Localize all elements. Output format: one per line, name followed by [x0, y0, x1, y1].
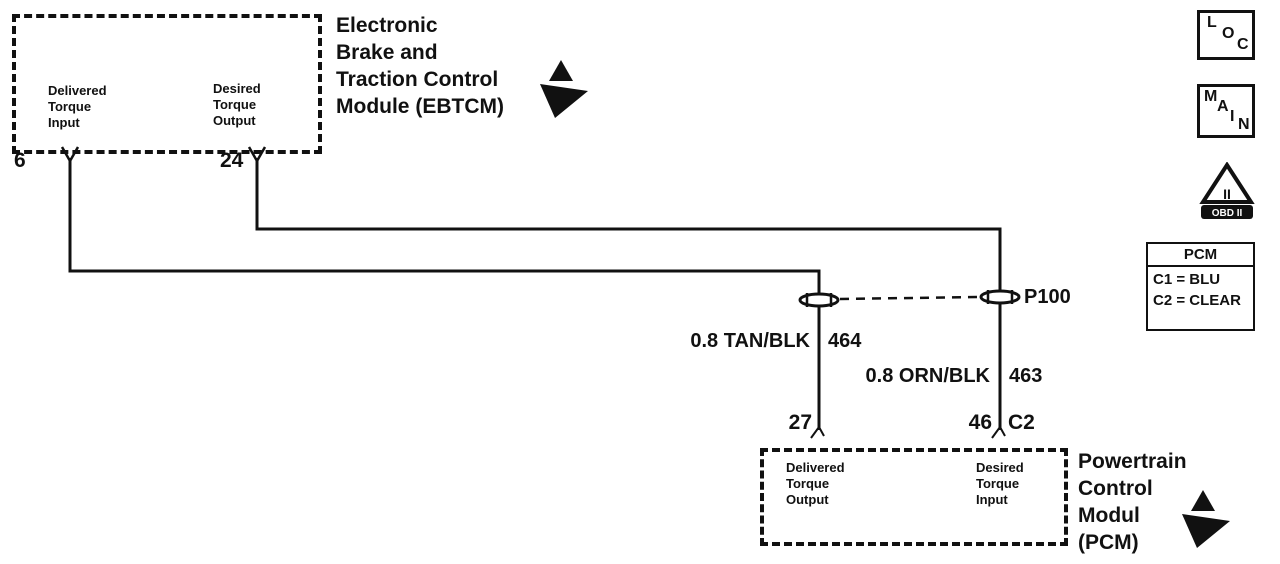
pin6-terminal-icon	[60, 146, 80, 162]
obd2-icon: II OBD II	[1198, 161, 1256, 222]
pin24-terminal-icon	[247, 146, 267, 162]
ebtcm-desired-torque-output-label: Desired Torque Output	[213, 81, 261, 128]
ebtcm-pin-24: 24	[220, 149, 244, 172]
ebtcm-pin-6: 6	[14, 149, 26, 172]
pin27-terminal-icon	[810, 425, 825, 439]
obd2-triangle-label: II	[1223, 186, 1231, 202]
pcm-delivered-torque-output-label: Delivered Torque Output	[786, 460, 845, 507]
esd-warning-icon-pcm	[1182, 490, 1230, 548]
wire-tan-label: 0.8 TAN/BLK	[690, 330, 810, 352]
wire-tan-464	[68, 158, 821, 430]
wire-orn-463	[255, 158, 1002, 430]
pcm-title: Powertrain Control Modul (PCM)	[1078, 450, 1187, 554]
pin46-terminal-icon	[991, 425, 1006, 439]
pcm-pin-27: 27	[788, 411, 812, 434]
pcm-desired-torque-input-label: Desired Torque Input	[976, 460, 1024, 507]
obd2-banner-label: OBD II	[1212, 208, 1243, 219]
main-reference-icon: M A I N	[1197, 84, 1255, 138]
main-letter: N	[1238, 116, 1250, 133]
obd2-banner	[1201, 205, 1253, 219]
legend-row-c2: C2 = CLEAR	[1153, 292, 1241, 309]
wire-orn-circuit-number: 463	[1009, 365, 1043, 387]
loc-reference-icon: L O C	[1197, 10, 1255, 60]
legend-row-c1: C1 = BLU	[1153, 271, 1221, 288]
main-letter: I	[1230, 108, 1235, 125]
obd2-triangle	[1199, 161, 1255, 204]
loc-letter: C	[1237, 36, 1249, 53]
esd-warning-icon-ebtcm	[540, 60, 588, 118]
ebtcm-title: Electronic Brake and Traction Control Mo…	[336, 14, 504, 118]
pcm-box	[760, 448, 1068, 546]
loc-letter: L	[1207, 14, 1217, 31]
wire-tan-circuit-number: 464	[828, 330, 862, 352]
pcm-connector-legend: PCM C1 = BLU C2 = CLEAR	[1146, 242, 1255, 331]
main-letter: A	[1217, 98, 1229, 115]
ebtcm-delivered-torque-input-label: Delivered Torque Input	[48, 83, 107, 130]
wire-orn-label: 0.8 ORN/BLK	[865, 365, 990, 387]
inline-connector-label: P100	[1024, 286, 1071, 308]
ebtcm-box	[12, 14, 322, 154]
connector-dashed-link	[839, 295, 980, 301]
inline-connector-left-icon	[798, 292, 840, 308]
pcm-connector-c2: C2	[1008, 411, 1035, 434]
loc-letter: O	[1222, 25, 1235, 42]
main-letter: M	[1204, 88, 1218, 105]
inline-connector-right-icon	[979, 289, 1021, 305]
pcm-pin-46: 46	[968, 411, 992, 434]
legend-title: PCM	[1148, 244, 1253, 267]
